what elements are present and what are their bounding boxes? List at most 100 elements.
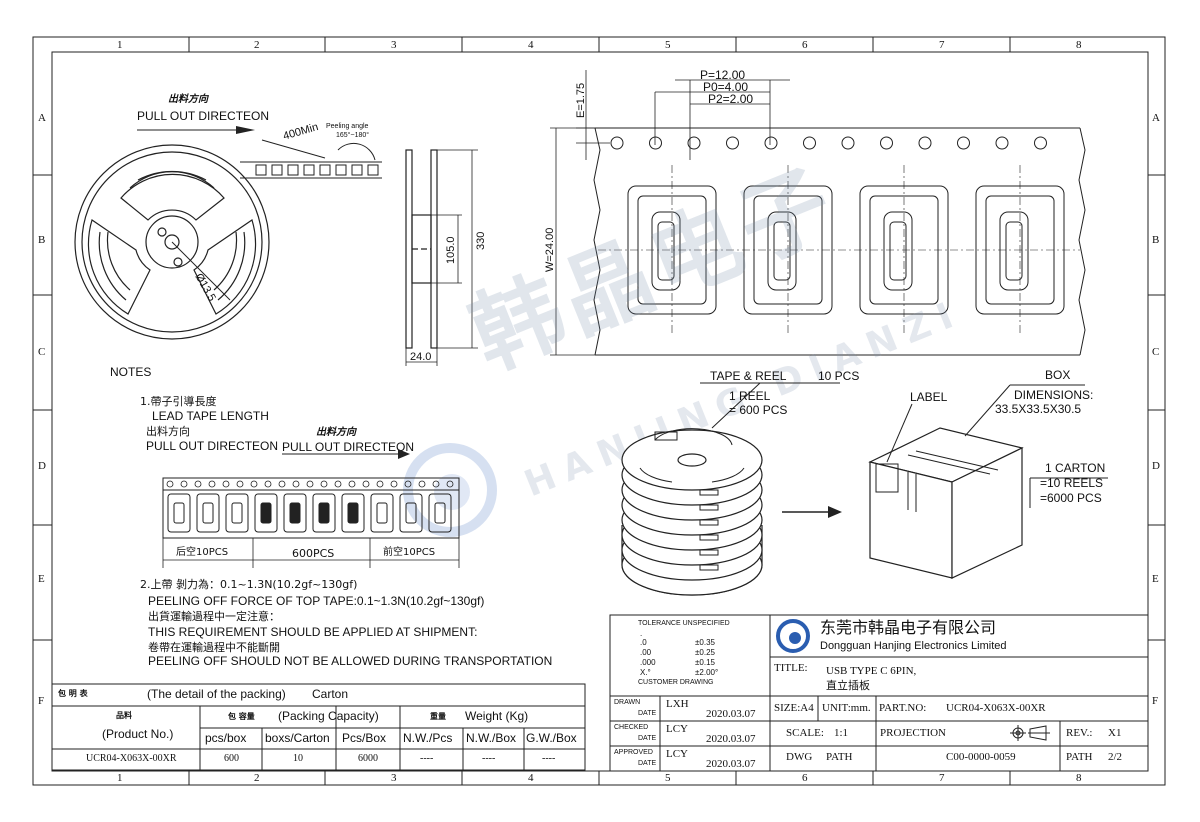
peeling-angle-label: Peeling angle (326, 123, 369, 130)
box-title: BOX (1045, 368, 1071, 382)
row-label: A (1152, 112, 1160, 124)
lead-pocket-part (231, 502, 243, 524)
connector-body (651, 211, 681, 291)
carton-line1: 1 CARTON (1045, 461, 1106, 475)
sprocket-hole (880, 136, 893, 150)
lead-sprocket-hole (222, 480, 230, 488)
header-pcs-box2: Pcs/Box (342, 731, 387, 745)
note3-cn: 出貨運輸過程中一定注意： (148, 610, 280, 623)
header-nw-box: N.W./Box (466, 731, 517, 745)
row-label: E (1152, 573, 1159, 585)
lead-pocket-part (260, 502, 272, 524)
note1-dir-cn: 出料方向 (146, 425, 190, 438)
sprocket-hole (841, 136, 855, 150)
scale-value: 1:1 (834, 727, 849, 739)
header-nw-pcs: N.W./Pcs (403, 731, 453, 745)
packing-table-title-suffix: Carton (312, 687, 349, 701)
note1-dir-en: PULL OUT DIRECTEON (146, 439, 279, 453)
tolerance-key: .00 (640, 648, 652, 657)
part-no-label: PART.NO: (879, 702, 927, 714)
note3-en: THIS REQUIREMENT SHOULD BE APPLIED AT SH… (148, 625, 478, 639)
projection-label: PROJECTION (880, 727, 947, 739)
sprocket-hole (687, 136, 701, 150)
connector-port (889, 221, 907, 281)
lead-pocket (428, 493, 452, 533)
company-name-cn: 东莞市韩晶电子有限公司 (820, 618, 997, 637)
lead-sprocket-hole (306, 480, 314, 488)
lead-sprocket-hole (278, 480, 286, 488)
drawn-by: LXH (666, 698, 689, 710)
sprocket-hole (649, 136, 662, 150)
row-label: A (38, 112, 46, 124)
title-line1: USB TYPE C 6PIN, (826, 665, 917, 677)
checked-date-label: DATE (638, 735, 657, 742)
tape-reel-title: TAPE & REEL (710, 369, 787, 383)
row-nw-pcs: ---- (420, 753, 434, 764)
dwg-label: DWG (786, 751, 813, 763)
product-en-header: (Product No.) (102, 727, 174, 741)
path-label-2: PATH (1066, 751, 1093, 763)
col-label: 7 (939, 772, 945, 784)
row-gw-box: ---- (542, 753, 556, 764)
row-pcs-box2: 6000 (358, 753, 378, 764)
row-label: D (38, 460, 46, 472)
carton-line3: =6000 PCS (1040, 491, 1102, 505)
sheet-number: 2/2 (1108, 751, 1123, 763)
notes-title: NOTES (110, 365, 152, 379)
note2-cn: 2.上帶 剝力為：0.1~1.3N(10.2gf~130gf) (140, 578, 358, 591)
segment-rear-label: 后空10PCS (176, 547, 229, 558)
lead-pocket-part (318, 502, 330, 524)
approved-date: 2020.03.07 (706, 758, 756, 770)
lead-pocket-part (347, 502, 359, 524)
pitch-dim: P=12.00 (700, 68, 746, 82)
peeling-angle-value: 165°~180° (336, 132, 370, 139)
dwg-number: C00-0000-0059 (946, 751, 1016, 763)
col-label: 1 (117, 772, 123, 784)
title-line2: 直立插板 (826, 679, 870, 692)
tolerance-key: X.° (640, 668, 651, 677)
col-label: 8 (1076, 772, 1082, 784)
pull-out-cn-label: 出料方向 (168, 94, 208, 105)
col-label: 8 (1076, 39, 1082, 51)
rev-value: X1 (1108, 727, 1122, 739)
sprocket-hole (1034, 136, 1047, 150)
lead-pocket (225, 493, 249, 533)
row-product-no: UCR04-X063X-00XR (86, 753, 177, 764)
pull-out-en-label: PULL OUT DIRECTEON (137, 109, 270, 123)
note1-dir2-en: PULL OUT DIRECTEON (282, 440, 415, 454)
col-label: 5 (665, 772, 671, 784)
row-label: F (1152, 695, 1159, 707)
col-label: 7 (939, 39, 945, 51)
col-label: 6 (802, 39, 808, 51)
lead-sprocket-hole (404, 480, 412, 488)
tolerance-title: TOLERANCE UNSPECIFIED (638, 620, 730, 627)
tolerance-value: ±0.35 (695, 638, 715, 647)
header-pcs-box: pcs/box (205, 731, 247, 745)
lead-pocket-part (434, 502, 446, 524)
segment-mid-label: 600PCS (292, 547, 335, 560)
note1-dir2-cn: 出料方向 (316, 427, 356, 438)
reel-width-dim: 24.0 (410, 351, 432, 363)
lead-pocket (370, 493, 394, 533)
part-no: UCR04-X063X-00XR (946, 702, 1046, 714)
connector-body (883, 211, 913, 291)
sheet-size: SIZE:A4 (774, 702, 814, 714)
row-label: D (1152, 460, 1160, 472)
title-label: TITLE: (774, 662, 808, 674)
lead-pocket (283, 493, 307, 533)
scale-label: SCALE: (786, 727, 824, 739)
weight-en-header: Weight (Kg) (465, 709, 529, 723)
col-label: 2 (254, 39, 260, 51)
checked-by: LCY (666, 723, 688, 735)
path-label: PATH (826, 751, 853, 763)
sprocket-hole (803, 136, 816, 150)
tolerance-value: ±0.15 (695, 658, 715, 667)
lead-sprocket-hole (292, 480, 300, 488)
connector-body (767, 211, 797, 291)
lead-sprocket-hole (390, 480, 398, 488)
customer-drawing-label: CUSTOMER DRAWING (638, 679, 714, 686)
col-label: 4 (528, 39, 534, 51)
